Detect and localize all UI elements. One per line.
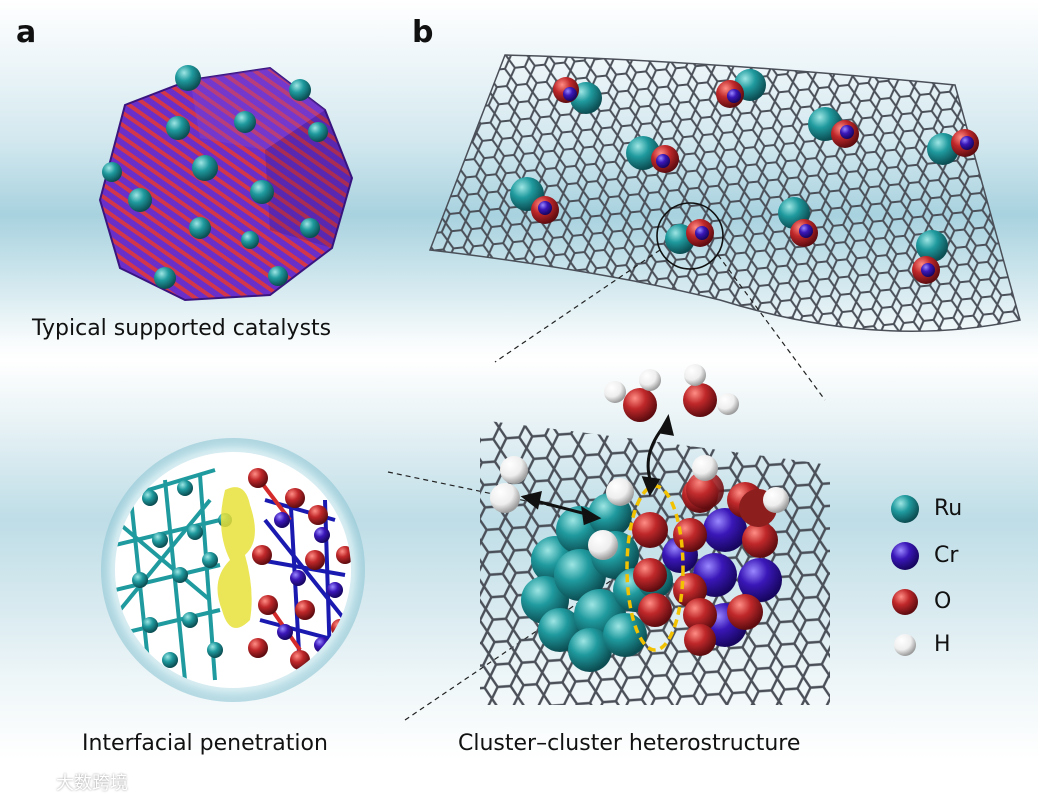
legend-swatch-ru — [891, 495, 919, 523]
legend-label-o: O — [934, 589, 952, 614]
watermark-text: 大数跨境 — [56, 773, 128, 794]
caption-cluster-heterostructure: Cluster–cluster heterostructure — [458, 731, 801, 756]
zoom-circle — [656, 202, 724, 270]
hydrogen-atoms — [490, 455, 789, 560]
legend-swatch-cr — [891, 542, 919, 570]
legend-swatch-o — [892, 589, 918, 615]
graphene-sheet-top — [428, 54, 1021, 332]
watermark-logo — [15, 769, 52, 791]
caption-interfacial-penetration: Interfacial penetration — [82, 731, 328, 756]
caption-typical-supported-catalysts: Typical supported catalysts — [32, 316, 332, 341]
legend-swatch-h — [894, 634, 916, 656]
legend-swatches — [891, 495, 919, 656]
legend-label-h: H — [934, 632, 951, 657]
legend-label-ru: Ru — [934, 496, 963, 521]
heterostructure-zoom — [480, 364, 830, 705]
arrows — [520, 414, 675, 526]
legend-label-cr: Cr — [934, 543, 959, 568]
panel-label-b: b — [412, 15, 434, 50]
cluster-dimers — [510, 69, 979, 284]
support-particle — [98, 65, 354, 302]
water-molecules — [604, 364, 739, 422]
interface-zoom-circle — [101, 438, 365, 702]
panel-label-a: a — [16, 15, 37, 50]
